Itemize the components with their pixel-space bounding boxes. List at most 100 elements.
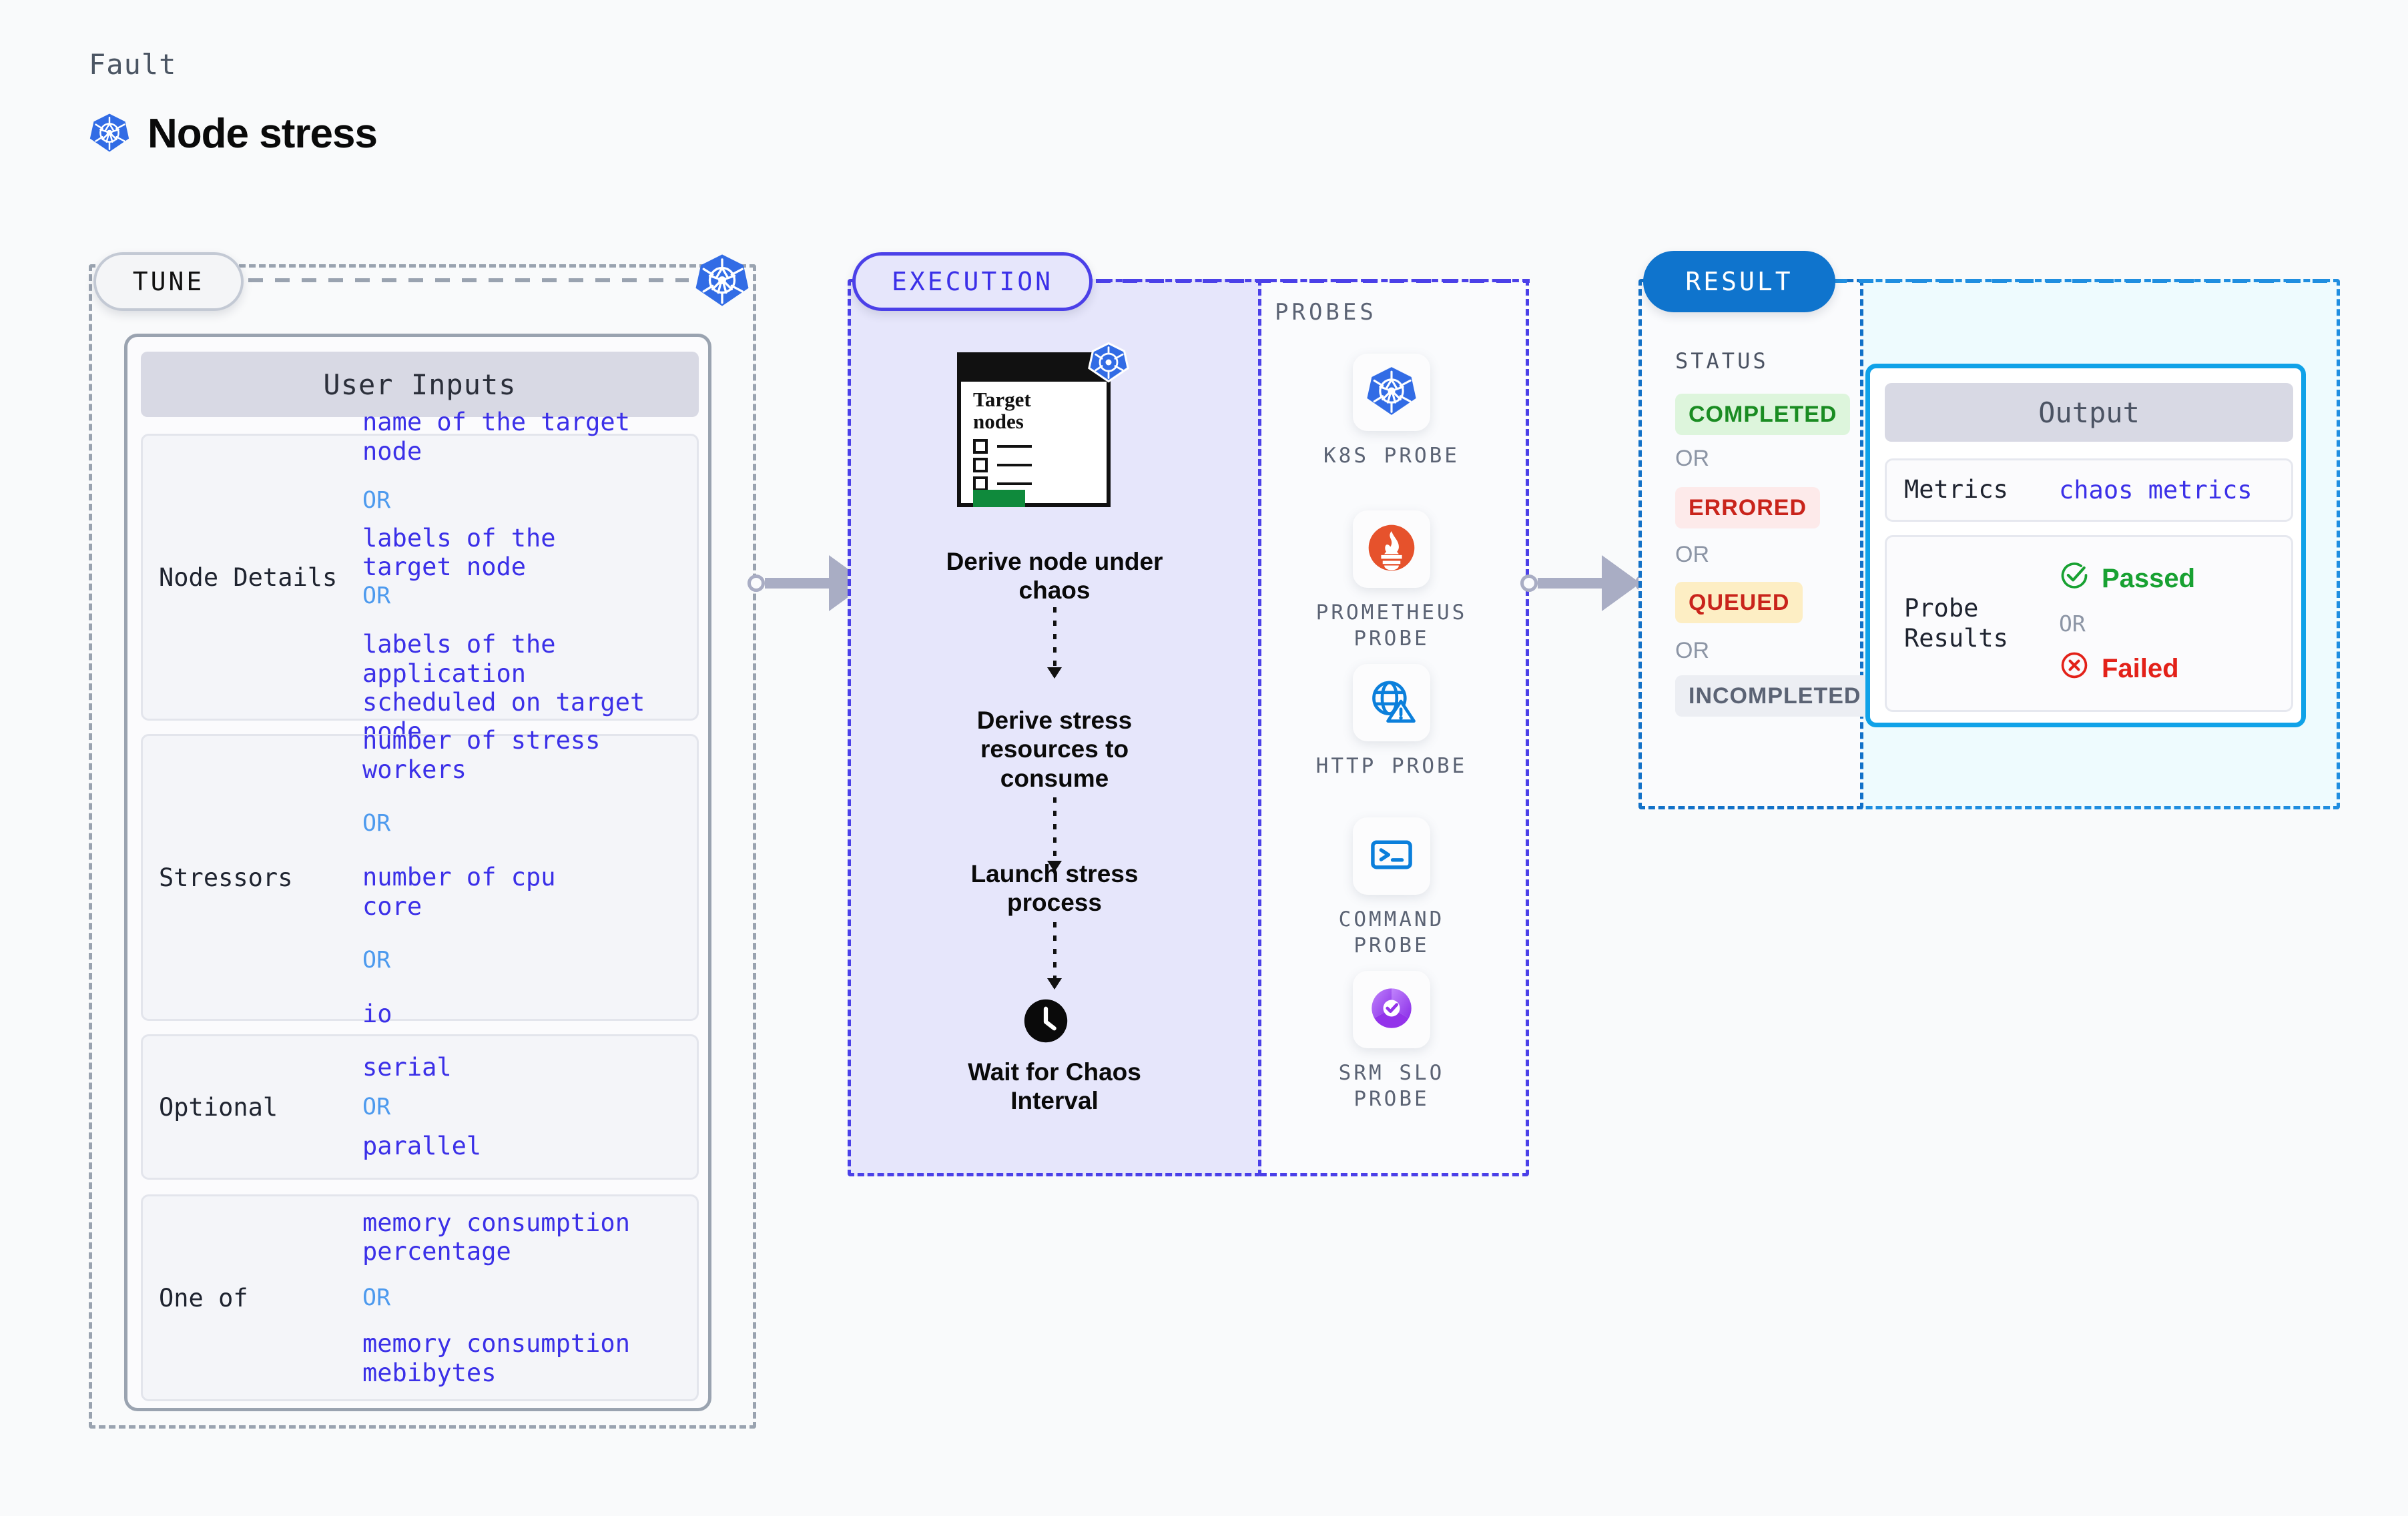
flow-arrowhead — [1047, 978, 1062, 990]
status-or: OR — [1675, 638, 1709, 663]
status-badge-label: INCOMPLETED — [1689, 683, 1861, 709]
srm-slo-icon — [1366, 982, 1418, 1037]
flow-arrow — [1053, 797, 1057, 864]
status-or: OR — [1675, 446, 1709, 471]
probe-result-or: OR — [2059, 611, 2086, 637]
probe-result-failed: Failed — [2059, 650, 2195, 687]
probe-tile — [1353, 510, 1430, 588]
execution-step-label: Derive node under chaos — [946, 548, 1163, 605]
group-value: io — [362, 1000, 392, 1029]
group-or: OR — [362, 583, 391, 609]
status-badge-completed: COMPLETED — [1675, 394, 1851, 435]
group-value: name of the target node — [362, 408, 630, 466]
flow-arrow — [1053, 607, 1057, 671]
group-or: OR — [362, 947, 391, 974]
status-badge-label: QUEUED — [1689, 589, 1790, 615]
group-value: labels of the target node — [362, 523, 556, 582]
checkbox-icon — [973, 458, 988, 472]
kubernetes-icon — [89, 112, 130, 156]
group-or: OR — [362, 1094, 391, 1120]
group-value: number of cpu core — [362, 863, 556, 921]
status-or: OR — [1675, 542, 1709, 567]
target-nodes-title: Target nodes — [973, 388, 1031, 434]
x-circle-icon — [2059, 650, 2090, 687]
flow-arrowhead — [1047, 667, 1062, 679]
clock-icon — [1022, 998, 1069, 1044]
connector-execution-to-result — [1520, 555, 1652, 611]
target-nodes-card: Target nodes — [957, 352, 1111, 507]
probe-item-srm-slo[interactable]: SRM SLO PROBE — [1308, 971, 1475, 1112]
output-row-label: Probe Results — [1904, 594, 2008, 653]
probe-tile — [1353, 971, 1430, 1048]
execution-step-label: Launch stress process — [970, 860, 1139, 917]
row-line — [997, 445, 1032, 448]
group-label: One of — [159, 1283, 248, 1312]
group-value: memory consumption mebibytes — [362, 1329, 630, 1387]
check-circle-icon — [2059, 560, 2090, 597]
checkbox-icon — [973, 439, 988, 454]
probe-result-passed: Passed — [2059, 560, 2195, 597]
connector-start-dot — [747, 575, 765, 592]
input-group-node-details: Node Details name of the target node OR … — [141, 408, 699, 746]
status-badge-errored: ERRORED — [1675, 487, 1821, 528]
status-badge-incompleted: INCOMPLETED — [1675, 675, 1875, 717]
group-value: parallel — [362, 1132, 482, 1160]
connector-arrowhead — [1602, 555, 1640, 611]
execution-step-label: Derive stress resources to consume — [976, 707, 1133, 792]
card-title-bar — [961, 356, 1107, 382]
output-header: Output — [1885, 383, 2293, 442]
probe-item-http[interactable]: HTTP PROBE — [1308, 664, 1475, 779]
result-status-panel — [1638, 279, 1863, 809]
group-label: Stressors — [159, 863, 293, 892]
kubernetes-icon — [1088, 342, 1129, 383]
row-line — [997, 482, 1032, 485]
connector-bar — [1538, 578, 1602, 589]
status-badge-queued: QUEUED — [1675, 582, 1803, 623]
globe-warning-icon — [1366, 675, 1418, 730]
group-or: OR — [362, 486, 391, 514]
user-inputs-header: User Inputs — [141, 352, 699, 417]
flow-arrowhead — [1047, 861, 1062, 872]
group-value: labels of the application scheduled on t… — [362, 630, 645, 746]
group-value: number of stress workers — [362, 725, 601, 784]
group-label: Optional — [159, 1092, 278, 1122]
input-group-optional: Optional serial OR parallel — [141, 1034, 699, 1180]
result-header-dashed-line — [1832, 279, 2339, 283]
prometheus-icon — [1366, 522, 1418, 577]
execution-step-label: Wait for Chaos Interval — [968, 1058, 1141, 1115]
kubernetes-icon — [694, 252, 750, 308]
status-badge-label: ERRORED — [1689, 494, 1807, 520]
group-value: memory consumption percentage — [362, 1208, 630, 1266]
page-title: Node stress — [147, 111, 378, 157]
probe-item-command[interactable]: COMMAND PROBE — [1308, 817, 1475, 959]
probe-label: PROMETHEUS PROBE — [1315, 601, 1468, 651]
fault-eyebrow-label: Fault — [89, 48, 177, 81]
tune-pill-label: TUNE — [93, 252, 244, 311]
user-inputs-card: User Inputs Node Details name of the tar… — [124, 334, 711, 1411]
probe-item-k8s[interactable]: K8S PROBE — [1308, 354, 1475, 469]
tune-header-dashed-line — [248, 278, 689, 282]
kubernetes-icon — [1366, 365, 1418, 420]
probe-tile — [1353, 354, 1430, 431]
target-node-row — [973, 476, 1032, 491]
status-badge-label: COMPLETED — [1689, 401, 1837, 427]
probe-label: HTTP PROBE — [1315, 754, 1468, 778]
connector-start-dot — [1520, 575, 1538, 592]
probe-tile — [1353, 664, 1430, 741]
output-row-label: Metrics — [1904, 475, 2008, 504]
probes-title: PROBES — [1275, 299, 1377, 326]
probe-label: COMMAND PROBE — [1338, 907, 1445, 958]
output-row-metrics: Metrics chaos metrics — [1885, 458, 2293, 522]
group-or: OR — [362, 810, 391, 837]
group-or: OR — [362, 1284, 391, 1311]
terminal-icon — [1366, 829, 1418, 883]
target-node-row — [973, 439, 1032, 454]
connector-bar — [765, 578, 829, 589]
probe-item-prometheus[interactable]: PROMETHEUS PROBE — [1308, 510, 1475, 652]
flow-arrow — [1053, 922, 1057, 982]
result-pill-label: RESULT — [1643, 251, 1835, 312]
row-line — [997, 464, 1032, 466]
checkbox-icon — [973, 476, 988, 491]
output-card: Output Metrics chaos metrics Probe Resul… — [1865, 364, 2306, 727]
input-group-stressors: Stressors number of stress workers OR nu… — [141, 726, 699, 1028]
